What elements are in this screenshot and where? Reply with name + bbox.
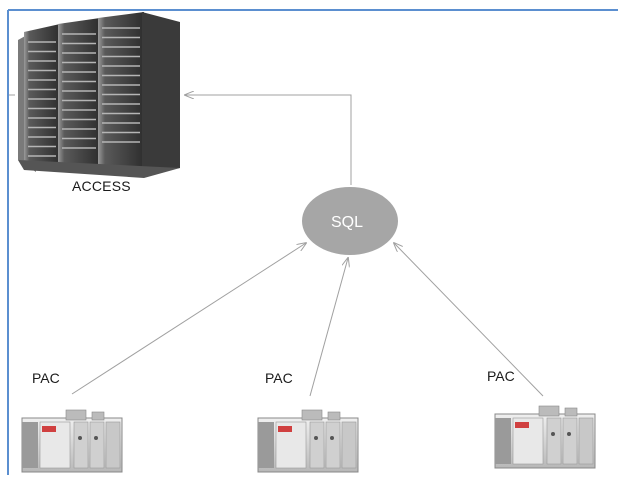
controller-label: PAC	[265, 370, 293, 386]
arrow-pac3-to-sql	[394, 243, 544, 397]
controller-label: PAC	[32, 370, 60, 386]
arrow-sql-to-access	[185, 95, 352, 185]
controller-label: PAC	[487, 368, 515, 384]
server-label: ACCESS	[72, 178, 131, 194]
arrow-pac1-to-sql	[71, 243, 306, 395]
pac-controller-icon	[21, 409, 123, 473]
database-label: SQL	[331, 214, 364, 231]
server-rack-icon	[18, 12, 180, 178]
pac-controller-icon	[494, 405, 596, 469]
sql-database-node	[302, 187, 398, 255]
pac-controller-icon	[257, 409, 359, 473]
arrow-pac2-to-sql	[309, 258, 348, 397]
frame-border	[7, 9, 618, 475]
